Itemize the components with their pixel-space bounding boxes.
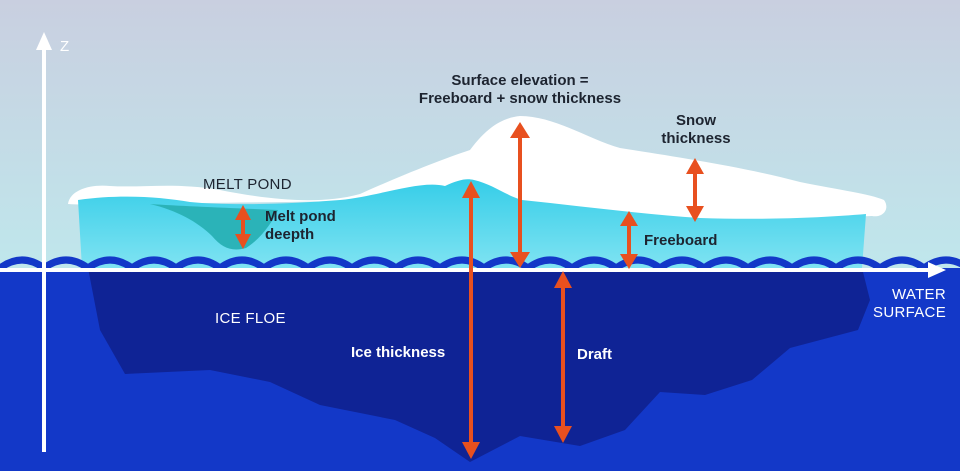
snow-thickness-arrow xyxy=(686,158,704,222)
water-surface-line2: SURFACE xyxy=(873,304,946,321)
surface-elevation-line2: Freeboard + snow thickness xyxy=(418,90,622,107)
z-axis-label: Z xyxy=(60,38,70,55)
freeboard-arrow xyxy=(620,211,638,269)
measurement-arrows xyxy=(235,122,704,459)
ice-floe-submerged xyxy=(88,268,870,462)
ice-floe-label: ICE FLOE xyxy=(215,310,286,327)
surface-elevation-arrow xyxy=(510,122,530,268)
draft-label: Draft xyxy=(577,346,613,363)
surface-elevation-label: Surface elevation = Freeboard + snow thi… xyxy=(400,72,640,108)
melt-pond-depth-line1: Melt pond xyxy=(265,208,336,225)
melt-pond-label: MELT POND xyxy=(203,176,292,193)
snow-thickness-label: Snow thickness xyxy=(646,112,746,148)
water-surface-label: WATER SURFACE xyxy=(846,286,946,322)
freeboard-label: Freeboard xyxy=(644,232,718,249)
water-surface-line1: WATER xyxy=(892,286,946,303)
snow-layer xyxy=(68,116,887,221)
z-axis-arrowhead xyxy=(36,32,52,50)
snow-thickness-line2: thickness xyxy=(661,130,731,147)
ice-thickness-arrow xyxy=(462,181,480,459)
ice-thickness-label: Ice thickness xyxy=(351,344,446,361)
melt-pond-depth-line2: deepth xyxy=(265,226,315,243)
draft-arrow xyxy=(554,271,572,443)
surface-elevation-line1: Surface elevation = xyxy=(451,72,589,89)
melt-pond-depth-label: Melt pond deepth xyxy=(265,208,336,244)
water-surface-arrowhead xyxy=(928,262,946,278)
snow-thickness-line1: Snow xyxy=(676,112,716,129)
melt-pond-depth-arrow xyxy=(235,205,251,249)
